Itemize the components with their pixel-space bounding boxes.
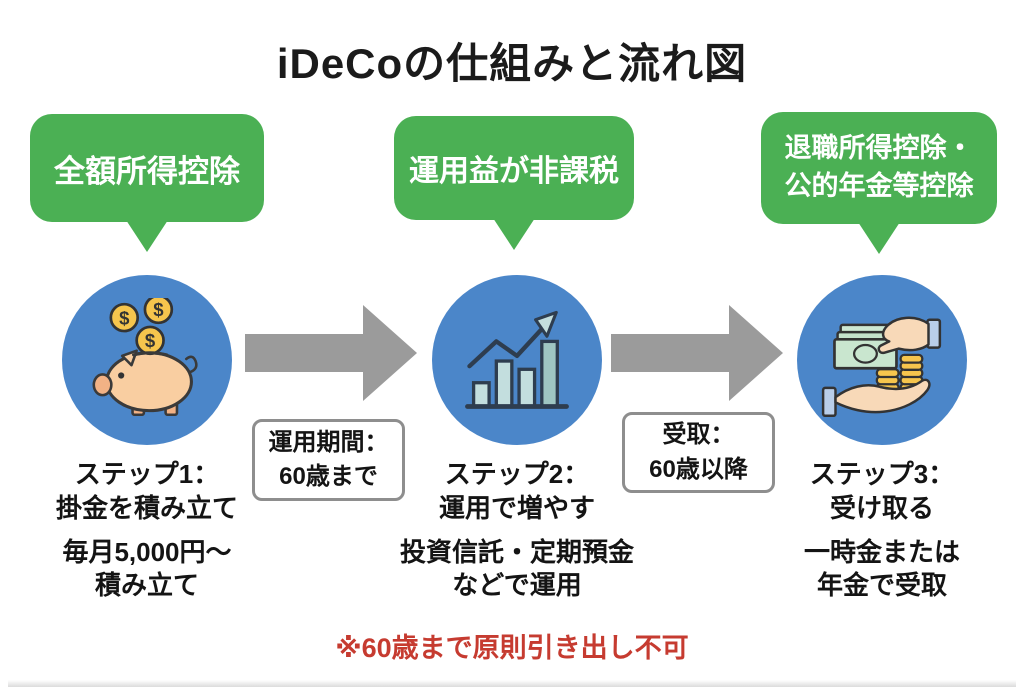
step1-text: ステップ1： 掛金を積み立て 毎月5,000円〜 積み立て bbox=[0, 458, 297, 602]
bubble-label: 退職所得控除・ bbox=[784, 133, 974, 164]
growth-chart-icon bbox=[465, 310, 569, 409]
box-label-line: 受取： bbox=[662, 421, 735, 449]
step2-title: ステップ2： 運用で増やす bbox=[438, 459, 595, 523]
benefit-bubble-retirement-deduction: 退職所得控除・ 公的年金等控除 bbox=[761, 112, 997, 254]
step3-circle bbox=[797, 275, 967, 445]
step2-text: ステップ2： 運用で増やす 投資信託・定期預金 などで運用 bbox=[367, 458, 667, 602]
step1-circle: $ $ $ bbox=[62, 275, 232, 445]
bubble-tail bbox=[126, 220, 168, 252]
benefit-bubble-tax-free-gains: 運用益が非課税 bbox=[394, 116, 634, 250]
step3-title: ステップ3： 受け取る bbox=[809, 459, 955, 523]
receipt-timing-box: 受取： 60歳以降 bbox=[622, 412, 775, 493]
page-title: iDeCoの仕組みと流れ図 bbox=[276, 40, 748, 87]
receive-money-icon bbox=[821, 316, 942, 418]
box-label-line: 運用期間： bbox=[268, 428, 389, 456]
box-label-line: 60歳まで bbox=[279, 463, 378, 490]
step3-text: ステップ3： 受け取る 一時金または 年金で受取 bbox=[732, 458, 1024, 602]
piggy-bank-icon: $ $ $ bbox=[92, 298, 198, 417]
bubble-label: 全額所得控除 bbox=[54, 153, 240, 189]
bubble-tail bbox=[858, 222, 900, 254]
svg-text:$: $ bbox=[119, 307, 130, 328]
box-label-line: 60歳以降 bbox=[649, 455, 748, 483]
step2-description: 投資信託・定期預金 などで運用 bbox=[399, 536, 634, 600]
benefit-bubble-income-deduction: 全額所得控除 bbox=[30, 114, 264, 252]
bubble-label: 公的年金等控除 bbox=[784, 171, 974, 201]
svg-text:$: $ bbox=[153, 299, 164, 320]
operation-period-box: 運用期間： 60歳まで bbox=[252, 419, 405, 501]
flow-arrow-1-icon bbox=[245, 305, 417, 401]
withdrawal-restriction-note: ※60歳まで原則引き出し不可 bbox=[335, 633, 689, 663]
svg-text:$: $ bbox=[145, 330, 156, 351]
step1-title: ステップ1： 掛金を積み立て bbox=[55, 459, 238, 523]
step1-description: 毎月5,000円〜 積み立て bbox=[62, 536, 232, 600]
step2-circle bbox=[432, 275, 602, 445]
bubble-label: 運用益が非課税 bbox=[409, 155, 619, 188]
step3-description: 一時金または 年金で受取 bbox=[803, 536, 960, 600]
bubble-tail bbox=[493, 218, 535, 250]
flow-arrow-2-icon bbox=[611, 305, 783, 401]
